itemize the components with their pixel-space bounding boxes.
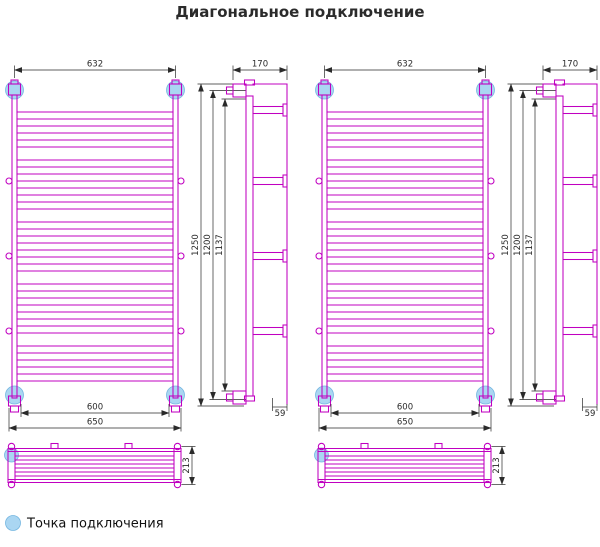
drawing-part — [9, 405, 20, 413]
dim-width-top-u1: 632 — [87, 60, 103, 70]
dim-width-outer-u2: 650 — [397, 418, 413, 428]
drawing-part — [562, 251, 594, 261]
detail-circle — [177, 327, 185, 335]
drawing-part — [252, 176, 284, 186]
drawing-part — [225, 86, 234, 95]
detail-circle — [173, 442, 182, 451]
detail-circle — [317, 442, 326, 451]
detail-circle — [317, 480, 326, 489]
detail-circle — [177, 252, 185, 260]
dim-wall-offset-u2: 59 — [585, 409, 596, 419]
drawing-part — [562, 176, 594, 186]
drawing-part — [434, 442, 443, 450]
drawing-part — [320, 79, 329, 85]
detail-circle — [315, 327, 323, 335]
drawing-part — [592, 103, 598, 117]
drawing-part — [7, 447, 16, 484]
detail-circle — [7, 442, 16, 451]
legend: Точка подключения — [5, 515, 164, 532]
dim-shelf-depth-u1: 213 — [182, 457, 192, 473]
drawing-part — [553, 79, 566, 86]
drawing-part — [282, 324, 288, 338]
drawing-part — [282, 249, 288, 263]
drawing-part — [321, 94, 328, 399]
drawing-part — [171, 79, 180, 85]
drawing-part — [482, 94, 489, 399]
dim-height-mount-u2: 1137 — [525, 234, 535, 256]
drawing-part — [245, 95, 254, 397]
dim-width-inner-u1: 600 — [87, 403, 103, 413]
dim-width-top-u2: 632 — [397, 60, 413, 70]
detail-circle — [5, 327, 13, 335]
drawing-part — [124, 442, 133, 450]
drawing-part — [535, 86, 544, 95]
drawing-part — [252, 326, 284, 336]
drawing-part — [252, 105, 284, 115]
dim-wall-offset-u1: 59 — [275, 409, 286, 419]
connection-point-marker — [166, 385, 185, 405]
dim-shelf-depth-u2: 213 — [492, 457, 502, 473]
legend-label: Точка подключения — [26, 517, 164, 532]
dim-width-outer-u1: 650 — [87, 418, 103, 428]
drawing-part — [562, 326, 594, 336]
detail-circle — [7, 480, 16, 489]
connection-point-marker — [315, 385, 334, 405]
drawing-part — [282, 103, 288, 117]
dim-height-mount-u1: 1137 — [215, 234, 225, 256]
drawing-part — [480, 405, 491, 413]
drawing-part — [481, 79, 490, 85]
dim-depth-u2: 170 — [562, 60, 578, 70]
drawing-part — [592, 324, 598, 338]
legend-connection-point-marker — [5, 515, 21, 531]
detail-circle — [487, 177, 495, 185]
drawing-part — [172, 94, 179, 399]
page-title: Диагональное подключение — [175, 3, 424, 21]
drawing-part — [243, 79, 256, 86]
drawing-part — [319, 405, 330, 413]
drawing-part — [562, 105, 594, 115]
drawing-part — [483, 447, 492, 484]
drawing-part — [592, 174, 598, 188]
drawing-part — [173, 447, 182, 484]
drawing-part — [170, 405, 181, 413]
connection-point-marker — [5, 385, 24, 405]
detail-circle — [5, 177, 13, 185]
drawing-part — [317, 447, 326, 484]
drawing-part — [360, 442, 369, 450]
dim-height-overall-u2: 1250 — [501, 234, 511, 256]
detail-circle — [483, 480, 492, 489]
connection-point-marker — [476, 385, 495, 405]
dim-depth-u1: 170 — [252, 60, 268, 70]
drawing-part — [555, 95, 564, 397]
drawing-part — [243, 395, 256, 402]
detail-circle — [173, 480, 182, 489]
drawing-part — [592, 249, 598, 263]
drawing-part — [50, 442, 59, 450]
drawing-part — [252, 251, 284, 261]
drawing-part — [553, 395, 566, 402]
detail-circle — [315, 177, 323, 185]
drawing-part — [11, 94, 18, 399]
dim-height-axis-u1: 1200 — [203, 234, 213, 256]
drawing-part — [535, 393, 544, 402]
detail-circle — [487, 252, 495, 260]
drawing-part — [282, 174, 288, 188]
drawing-part — [225, 393, 234, 402]
detail-circle — [483, 442, 492, 451]
detail-circle — [177, 177, 185, 185]
drawing-part — [10, 79, 19, 85]
dim-width-inner-u2: 600 — [397, 403, 413, 413]
detail-circle — [5, 252, 13, 260]
detail-circle — [315, 252, 323, 260]
dim-height-overall-u1: 1250 — [191, 234, 201, 256]
dim-height-axis-u2: 1200 — [513, 234, 523, 256]
detail-circle — [487, 327, 495, 335]
